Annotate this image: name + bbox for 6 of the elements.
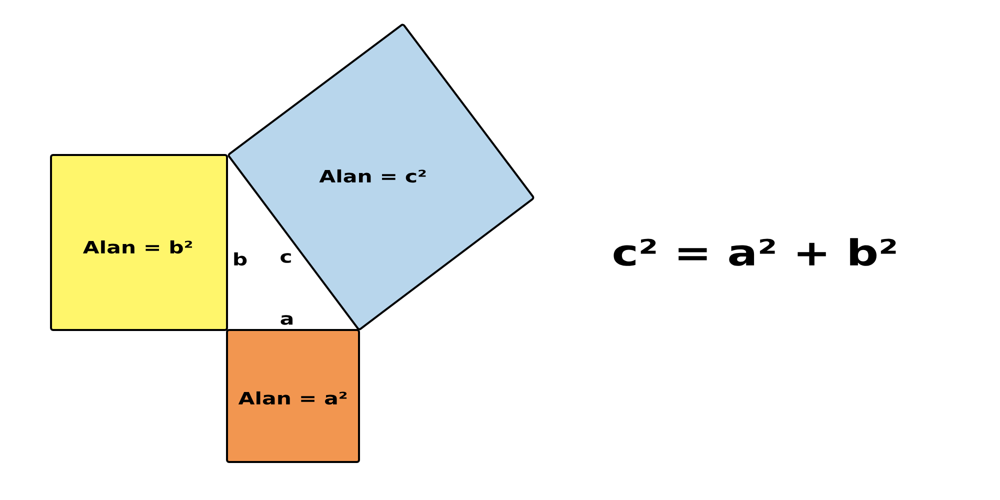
- side-label: b: [234, 252, 247, 266]
- side-label: c: [280, 253, 291, 263]
- formula: c² = a² + b²: [614, 238, 896, 266]
- square: Alan = b²: [50, 154, 228, 331]
- side-label: a: [280, 315, 292, 325]
- square: Alan = a²: [226, 329, 360, 463]
